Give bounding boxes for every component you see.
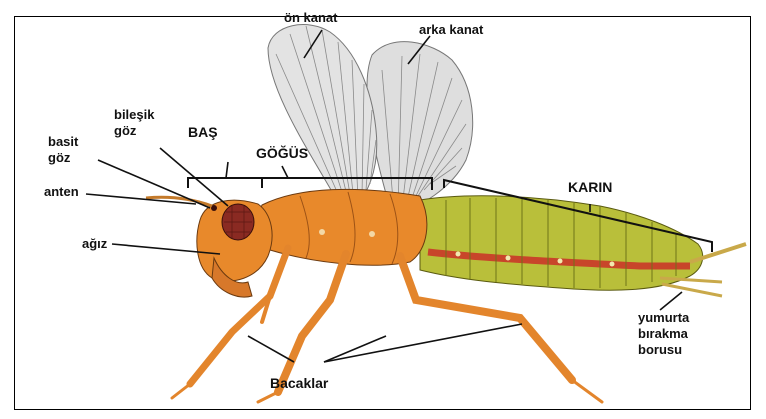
hind-wing-label: arka kanat bbox=[419, 22, 483, 37]
head-label: BAŞ bbox=[188, 125, 218, 140]
thorax-label: GÖĞÜS bbox=[256, 146, 308, 161]
fore-wing bbox=[268, 25, 377, 215]
antenna-label: anten bbox=[44, 184, 79, 199]
abdomen-label: KARIN bbox=[568, 180, 612, 195]
compound-eye-label-line2: göz bbox=[114, 123, 136, 138]
hind-wing bbox=[367, 42, 473, 215]
ovipositor-label-line1: yumurta bbox=[638, 310, 689, 325]
head bbox=[197, 200, 272, 297]
ovipositor-label-line2: bırakma bbox=[638, 326, 688, 341]
abdomen bbox=[420, 196, 703, 290]
simple-eye-label-line1: basit bbox=[48, 134, 78, 149]
ovipositor-label-line3: borusu bbox=[638, 342, 682, 357]
fore-wing-label: ön kanat bbox=[284, 10, 337, 25]
simple-eye-label-line2: göz bbox=[48, 150, 70, 165]
compound-eye-label-line1: bileşik bbox=[114, 107, 154, 122]
mouth-label: ağız bbox=[82, 236, 107, 251]
legs-label: Bacaklar bbox=[270, 376, 328, 391]
